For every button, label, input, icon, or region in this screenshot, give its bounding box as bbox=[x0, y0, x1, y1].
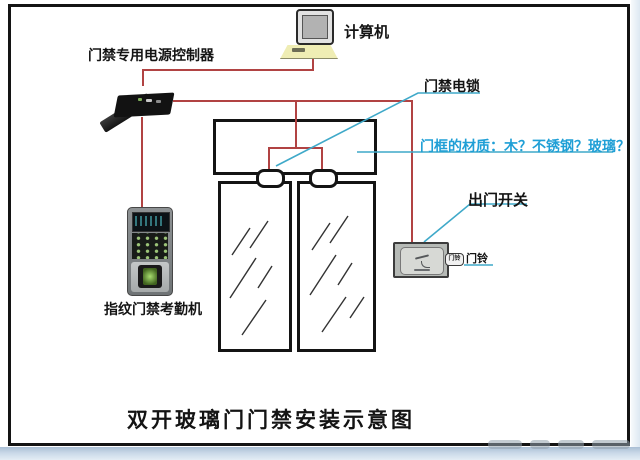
fingerprint-terminal-keypad bbox=[132, 233, 168, 259]
power-controller-label: 门禁专用电源控制器 bbox=[88, 47, 214, 63]
fingerprint-terminal-label: 指纹门禁考勤机 bbox=[104, 301, 202, 317]
exit-switch-marking bbox=[421, 261, 430, 268]
exit-switch-plate bbox=[400, 247, 444, 275]
power-controller-base bbox=[113, 92, 175, 118]
computer-keyboard-slot bbox=[292, 48, 305, 52]
page-right-edge bbox=[631, 0, 640, 447]
fingerprint-sensor-glow bbox=[143, 268, 157, 285]
page-bottom-edge bbox=[0, 447, 640, 460]
fingerprint-terminal-screen bbox=[132, 212, 170, 232]
power-controller-terminal bbox=[156, 100, 161, 103]
exit-switch-device bbox=[393, 242, 449, 278]
exit-switch-marking bbox=[414, 254, 430, 260]
doorbell-label: 门铃 bbox=[466, 253, 488, 265]
electric-lock-label: 门禁电锁 bbox=[424, 78, 480, 94]
annotation-leader-lines bbox=[275, 92, 613, 266]
diagram-title: 双开玻璃门门禁安装示意图 bbox=[127, 409, 415, 432]
doorbell-badge-icon: 门铃 bbox=[445, 253, 464, 266]
glass-streaks bbox=[229, 215, 365, 336]
glass-door-right bbox=[297, 181, 376, 352]
computer-monitor-icon bbox=[296, 9, 334, 45]
glass-door-left bbox=[218, 181, 292, 352]
electric-lock-left bbox=[256, 169, 285, 188]
fingerprint-terminal-device bbox=[127, 207, 173, 296]
exit-switch-label: 出门开关 bbox=[468, 192, 529, 209]
computer-keyboard-icon bbox=[280, 45, 338, 59]
computer-label: 计算机 bbox=[344, 24, 390, 41]
computer-screen bbox=[302, 15, 328, 39]
electric-lock-right bbox=[309, 169, 338, 188]
watermark bbox=[488, 438, 630, 451]
power-controller-led bbox=[138, 98, 142, 101]
fingerprint-sensor-window bbox=[138, 265, 162, 288]
fingerprint-terminal-lower-panel bbox=[131, 262, 169, 292]
power-controller-terminal bbox=[146, 99, 152, 102]
power-wires bbox=[141, 58, 413, 243]
exit-switch-marking bbox=[414, 269, 430, 271]
fingerprint-terminal-display-pixels bbox=[135, 216, 165, 226]
power-controller-device bbox=[92, 70, 184, 133]
frame-material-annotation: 门框的材质：木？不锈钢？玻璃？ bbox=[420, 138, 630, 154]
